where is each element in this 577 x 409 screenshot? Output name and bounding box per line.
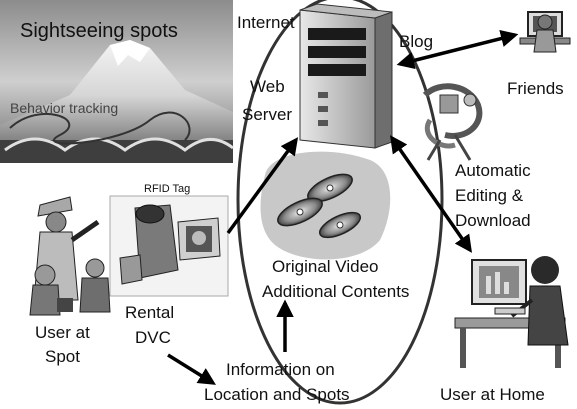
user-spot-label-1: User at — [35, 323, 90, 342]
camcorder-icon — [109, 195, 229, 297]
rental-label-1: Rental — [125, 303, 174, 322]
blog-label: Blog — [399, 32, 433, 51]
tourists-icon — [29, 196, 111, 316]
contents-blob — [260, 151, 391, 260]
web-server-label-2: Server — [242, 105, 292, 124]
internet-label: Internet — [237, 13, 295, 32]
sightseeing-photo — [0, 0, 234, 163]
info-label-2: Location and Spots — [204, 385, 350, 404]
person-at-computer-icon-friends — [519, 11, 571, 53]
user-spot-label-2: Spot — [45, 347, 80, 366]
video-discs-icon — [277, 173, 362, 239]
woman-at-computer-icon-home — [454, 256, 569, 368]
arrow-camera-to-server — [226, 137, 299, 235]
rental-label-2: DVC — [135, 328, 171, 347]
auto-label-2: Editing & — [455, 186, 524, 205]
sightseeing-label: Sightseeing spots — [20, 20, 178, 42]
arrow-blog-friends — [396, 29, 519, 70]
additional-contents-label: Additional Contents — [262, 282, 409, 301]
arrow-dvc-to-info — [167, 353, 216, 385]
rfid-tag-label: RFID Tag — [144, 183, 190, 195]
web-server-label-1: Web — [250, 77, 285, 96]
server-tower-icon — [299, 3, 393, 149]
auto-label-1: Automatic — [455, 161, 531, 180]
behavior-tracking-label: Behavior tracking — [10, 100, 118, 116]
original-video-label: Original Video — [272, 257, 378, 276]
user-home-label: User at Home — [440, 385, 545, 404]
auto-label-3: Download — [455, 211, 531, 230]
arrow-server-home — [389, 135, 473, 253]
friends-label: Friends — [507, 79, 564, 98]
info-label-1: Information on — [226, 360, 335, 379]
